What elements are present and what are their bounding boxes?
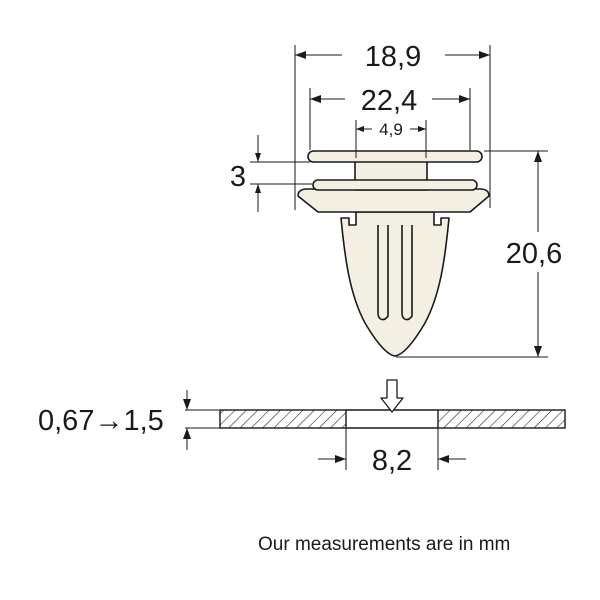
lower-disc: [297, 188, 490, 213]
panel-section: [219, 409, 566, 429]
panel-left-hatched: [219, 409, 347, 429]
clip-prong-outline: [340, 211, 450, 357]
clip-drawing: [297, 150, 490, 357]
dim-hole-diameter: 8,2: [372, 445, 412, 477]
dimension-arrowheads: [183, 51, 542, 463]
dim-overall-height: 20,6: [506, 238, 562, 270]
prong-slot-left: [377, 225, 389, 321]
panel-right-hatched: [437, 409, 566, 429]
dim-head-diameter: 18,9: [365, 41, 421, 73]
top-plate: [307, 150, 483, 163]
dim-outer-flange-diameter: 22,4: [361, 85, 417, 117]
dim-panel-thickness: 0,67→1,5: [38, 405, 164, 437]
units-note: Our measurements are in mm: [258, 534, 511, 555]
dim-flange-gap: 3: [230, 161, 246, 193]
insertion-arrow-icon: [380, 379, 404, 413]
prong-slot-right: [401, 225, 413, 321]
middle-plate: [312, 179, 478, 191]
dim-stem-diameter: 4,9: [379, 120, 403, 139]
